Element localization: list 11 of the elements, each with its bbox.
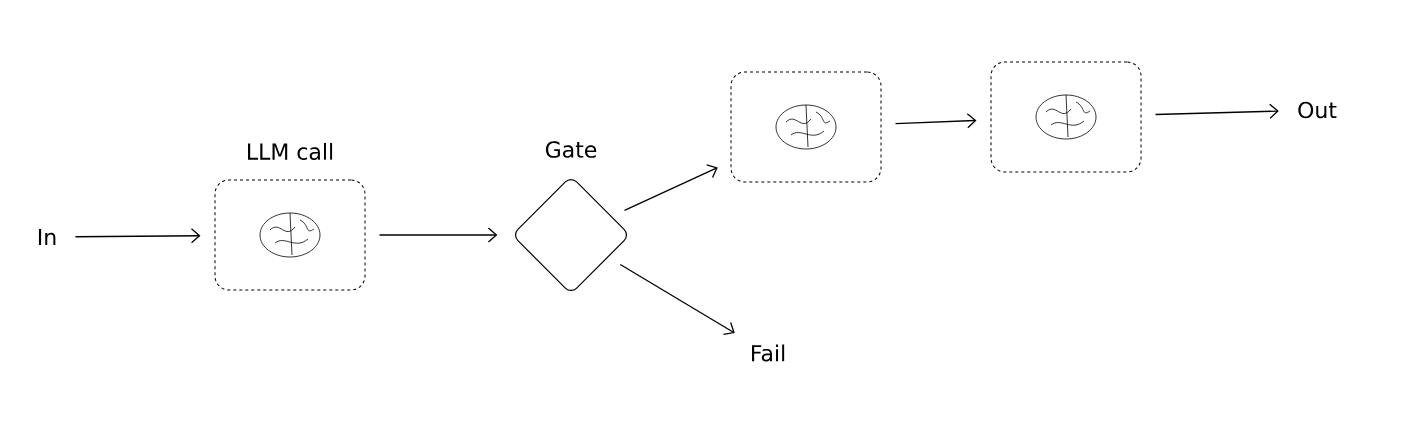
arrow	[74, 228, 201, 244]
arrow	[378, 227, 498, 243]
node-label: In	[38, 229, 56, 245]
arrow	[1154, 103, 1279, 119]
node-label: Out	[1298, 101, 1337, 119]
node-heading: Gate	[545, 141, 597, 158]
node-heading: LLM call	[248, 142, 333, 160]
arrow	[623, 164, 718, 211]
node-label: Fail	[752, 344, 785, 362]
arrow	[619, 263, 735, 336]
arrow	[894, 113, 977, 129]
